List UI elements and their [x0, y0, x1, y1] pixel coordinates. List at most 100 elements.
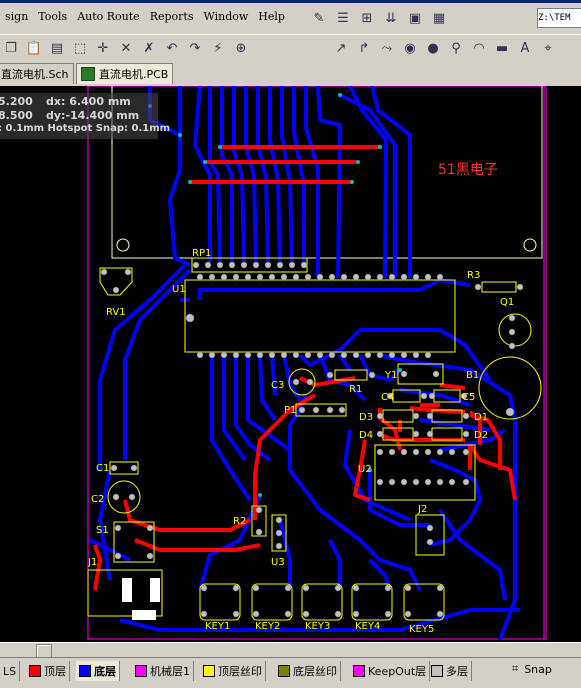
- arc-icon[interactable]: ◠: [473, 40, 485, 56]
- layer-tab-mechanical1[interactable]: 机械层1: [132, 661, 194, 681]
- layer-tab-bottom[interactable]: 底层: [76, 661, 120, 681]
- zoom-icon[interactable]: ⊕: [235, 40, 247, 56]
- tab-pcb[interactable]: 直流电机.PCB: [76, 63, 174, 84]
- layer-tab-label: 顶层丝印: [218, 665, 262, 678]
- menu-reports[interactable]: Reports: [149, 10, 194, 23]
- menu-tools[interactable]: Tools: [38, 10, 68, 23]
- scroll-thumb[interactable]: [36, 644, 52, 658]
- pcb-drawing[interactable]: RP1 U1 R3 Q1 RV1 C3 R1 Y1 B1 C4 C5 P1 D3…: [0, 86, 581, 658]
- string-icon[interactable]: ⚲: [451, 40, 461, 56]
- layer-tab-label: 底层: [94, 665, 116, 678]
- copy-icon[interactable]: ❐: [5, 40, 17, 56]
- s1-outline: [113, 521, 155, 563]
- undo-icon[interactable]: ↶: [166, 40, 178, 56]
- label-u2: U2: [358, 464, 372, 475]
- menu-window[interactable]: Window: [203, 10, 249, 23]
- layer-tab-bottom-overlay[interactable]: 底层丝印: [275, 661, 341, 681]
- layer-swatch: [79, 665, 91, 677]
- r2-outline: [251, 505, 267, 537]
- mount-hole: [523, 238, 537, 252]
- stamp-icon[interactable]: ▤: [50, 40, 64, 56]
- select-area-icon[interactable]: ⬚: [73, 40, 87, 56]
- snap-label: Snap: [524, 662, 552, 676]
- menu-auto-route[interactable]: Auto Route: [77, 10, 140, 23]
- tab-pcb-label: 直流电机.PCB: [99, 68, 169, 81]
- line-tool-icon[interactable]: ✎: [313, 10, 325, 26]
- layer-prefix: LS: [0, 661, 21, 681]
- label-p1: P1: [284, 405, 296, 416]
- bottom-layer-traces: [89, 86, 520, 641]
- horizontal-scrollbar[interactable]: [0, 642, 581, 658]
- menu-help[interactable]: Help: [258, 10, 285, 23]
- layer-tab-label: 多层: [446, 665, 468, 678]
- lcd-outline: [111, 86, 543, 259]
- top-toolbar: ✎ ☰ ⊞ ⇊ ▣ ▦: [308, 6, 450, 30]
- via-icon[interactable]: ◉: [404, 40, 416, 56]
- fill-icon[interactable]: ▬: [495, 40, 509, 56]
- label-key1: KEY1: [205, 621, 230, 632]
- pcb-canvas[interactable]: RP1 U1 R3 Q1 RV1 C3 R1 Y1 B1 C4 C5 P1 D3…: [0, 86, 581, 658]
- snap-toggle[interactable]: ⌗ Snap: [512, 662, 552, 676]
- redo-icon[interactable]: ↷: [189, 40, 201, 56]
- tab-sch[interactable]: 直流电机.Sch: [0, 63, 74, 84]
- align-icon[interactable]: ☰: [337, 10, 349, 26]
- key3-outline: [301, 583, 343, 621]
- j2-outline: [415, 514, 445, 556]
- r1-outline: [334, 369, 368, 381]
- paste-icon[interactable]: 📋: [25, 40, 43, 56]
- cross-select-icon[interactable]: ✕: [120, 40, 132, 56]
- wand-icon[interactable]: ⚡: [213, 40, 223, 56]
- b1-outline: [478, 356, 542, 420]
- layer-tab-label: 底层丝印: [293, 665, 337, 678]
- pcb-doc-icon: [81, 67, 95, 81]
- layer-tab-multi[interactable]: 多层: [428, 661, 472, 681]
- label-c2: C2: [91, 494, 104, 505]
- label-r3: R3: [467, 270, 480, 281]
- label-u1: U1: [172, 284, 186, 295]
- r3-outline: [481, 281, 517, 293]
- layer-tabs: LS 顶层 底层 机械层1 顶层丝印 底层丝印 KeepOut层 多层 ⌗ Sn…: [0, 657, 581, 688]
- layer-tab-keepout[interactable]: KeepOut层: [350, 661, 431, 681]
- pad-icon[interactable]: ●: [427, 40, 439, 56]
- path-field[interactable]: Z:\TEM: [537, 8, 581, 28]
- text-icon[interactable]: A: [520, 40, 530, 56]
- distribute-icon[interactable]: ⇊: [385, 10, 397, 26]
- label-key3: KEY3: [305, 621, 330, 632]
- y1-outline: [397, 363, 444, 385]
- label-r2: R2: [233, 516, 246, 527]
- layer-tab-top-overlay[interactable]: 顶层丝印: [200, 661, 266, 681]
- u2-outline: [374, 444, 476, 501]
- label-u3: U3: [271, 557, 285, 568]
- move-icon[interactable]: ✛: [97, 40, 109, 56]
- route-icon[interactable]: ↗: [335, 40, 347, 56]
- key2-outline: [251, 583, 293, 621]
- document-tabs: 直流电机.Sch 直流电机.PCB: [0, 61, 581, 85]
- layer-swatch: [203, 665, 215, 677]
- label-d2: D2: [474, 430, 488, 441]
- deselect-icon[interactable]: ✗: [143, 40, 155, 56]
- interactive-route-icon[interactable]: ⤳: [381, 40, 393, 56]
- menu-design[interactable]: sign: [5, 10, 29, 23]
- j1-pads: [122, 578, 160, 620]
- label-d1: D1: [474, 412, 488, 423]
- coord-dx: dx: 6.400 mm: [46, 95, 131, 108]
- pads: [100, 261, 524, 618]
- label-key2: KEY2: [255, 621, 280, 632]
- pin-icon[interactable]: ↱: [358, 40, 370, 56]
- c1-outline: [109, 461, 139, 475]
- title-bar: [0, 0, 581, 3]
- label-q1: Q1: [500, 297, 514, 308]
- p1-outline: [295, 403, 347, 417]
- component-icon[interactable]: ⊞: [361, 10, 373, 26]
- layer-tab-top[interactable]: 顶层: [26, 661, 70, 681]
- label-rv1: RV1: [106, 307, 126, 318]
- coordinate-icon[interactable]: ⌖: [544, 40, 552, 56]
- layer-tab-label: 机械层1: [150, 665, 190, 678]
- layer-swatch: [29, 665, 41, 677]
- watermark-text: 51黑电子: [438, 162, 498, 178]
- room-icon[interactable]: ▣: [408, 10, 422, 26]
- grid-icon[interactable]: ▦: [432, 10, 446, 26]
- label-j2: J2: [417, 504, 427, 515]
- coord-x: 5.200: [0, 95, 33, 108]
- coordinate-readout: 5.200 dx: 6.400 mm 8.500 dy:-14.400 mm :…: [0, 93, 170, 139]
